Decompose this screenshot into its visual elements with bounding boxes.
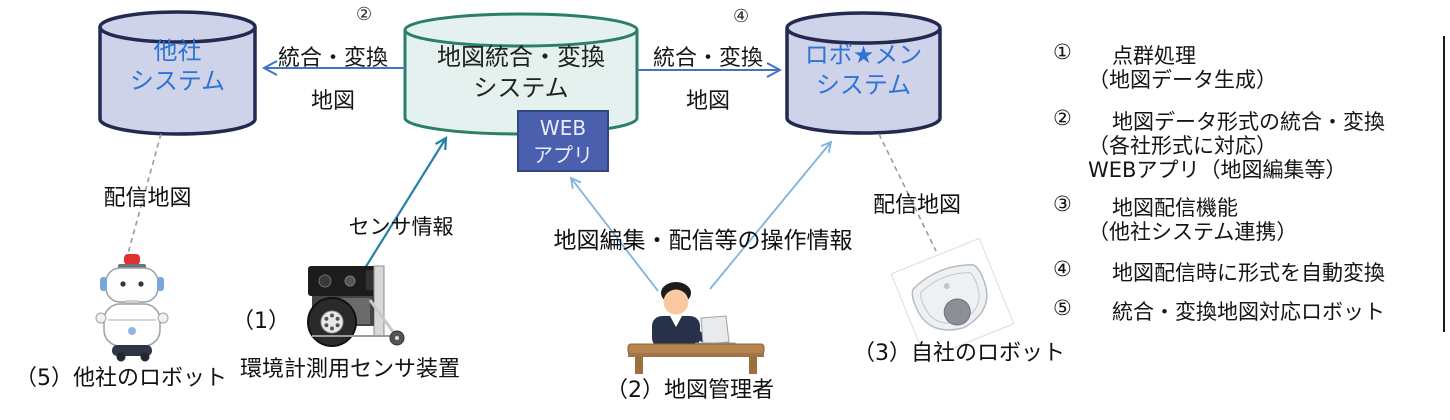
delivered-map-left-label: 配信地図: [103, 186, 192, 211]
operator-caption: （2）地図管理者: [606, 378, 774, 403]
map-system-ref-number: ②: [356, 4, 373, 25]
other-robot-caption: （5）他社のロボット: [15, 366, 227, 391]
other-system-label: 他社 システム: [129, 37, 226, 95]
sensor-info-label: センサ情報: [348, 215, 454, 239]
legend-box-right-border: [1443, 36, 1445, 332]
legend-item-5-line: 統合・変換地図対応ロボット: [1112, 300, 1385, 324]
dashed-line-right: [878, 133, 937, 252]
legend-item-2-line: WEBアプリ（地図編集等）: [1088, 158, 1347, 182]
legend-item-2-line: 地図データ形式の統合・変換: [1112, 110, 1385, 134]
delivery-ref-number: ④: [733, 6, 750, 27]
legend-item-1-line: （地図データ生成）: [1088, 68, 1277, 92]
legend-item-3-line: 地図配信機能: [1112, 196, 1238, 220]
to-robomen-arrow-label: 統合・変換 地図: [652, 46, 763, 114]
legend-item-1-line: 点群処理: [1112, 44, 1196, 68]
arrow-to-other: [261, 60, 405, 76]
legend-item-1-num: ①: [1053, 40, 1072, 64]
robomen-system-cylinder: [785, 11, 942, 135]
delivered-map-right-box: [856, 181, 978, 221]
sensor-device-caption: 環境計測用センサ装置: [240, 357, 461, 382]
legend-item-4-line: 地図配信時に形式を自動変換: [1112, 261, 1385, 285]
arrow-to-robomen: [637, 62, 783, 78]
legend-item-2-line: （各社形式に対応）: [1088, 134, 1277, 158]
legend-item-5-num: ⑤: [1053, 296, 1072, 320]
to-other-arrow-label: 統合・変換 地図: [277, 46, 388, 114]
legend-item-4-num: ④: [1053, 257, 1072, 281]
vacuum-robot-illustration: [890, 237, 1015, 360]
own-robot-caption: （3）自社のロボット: [853, 341, 1065, 366]
operation-info-label: 地図編集・配信等の操作情報: [553, 228, 853, 254]
sensor-cart-illustration: [307, 265, 405, 347]
other-system-cylinder: [98, 10, 257, 136]
dashed-line-left: [126, 133, 162, 258]
map-system-label: 地図統合・変換 システム: [437, 43, 605, 102]
operator-illustration: [627, 282, 765, 374]
legend-item-3-line: （他社システム連携）: [1088, 220, 1298, 244]
operator-arrow-right: [709, 140, 833, 290]
robomen-system-label: ロボ★メン システム: [804, 41, 923, 99]
map-system-cylinder: [403, 12, 639, 136]
security-robot-illustration: [95, 254, 169, 362]
operation-info-box: [543, 214, 863, 256]
legend-item-3-num: ③: [1053, 192, 1072, 216]
sensor-number-caption: （1）: [232, 309, 290, 334]
operator-arrow-left: [569, 176, 659, 292]
legend-item-2-num: ②: [1053, 106, 1072, 130]
webapp-box: WEB アプリ: [517, 110, 609, 172]
sensor-arrow: [351, 136, 448, 290]
delivered-map-right-label: 配信地図: [872, 193, 961, 218]
